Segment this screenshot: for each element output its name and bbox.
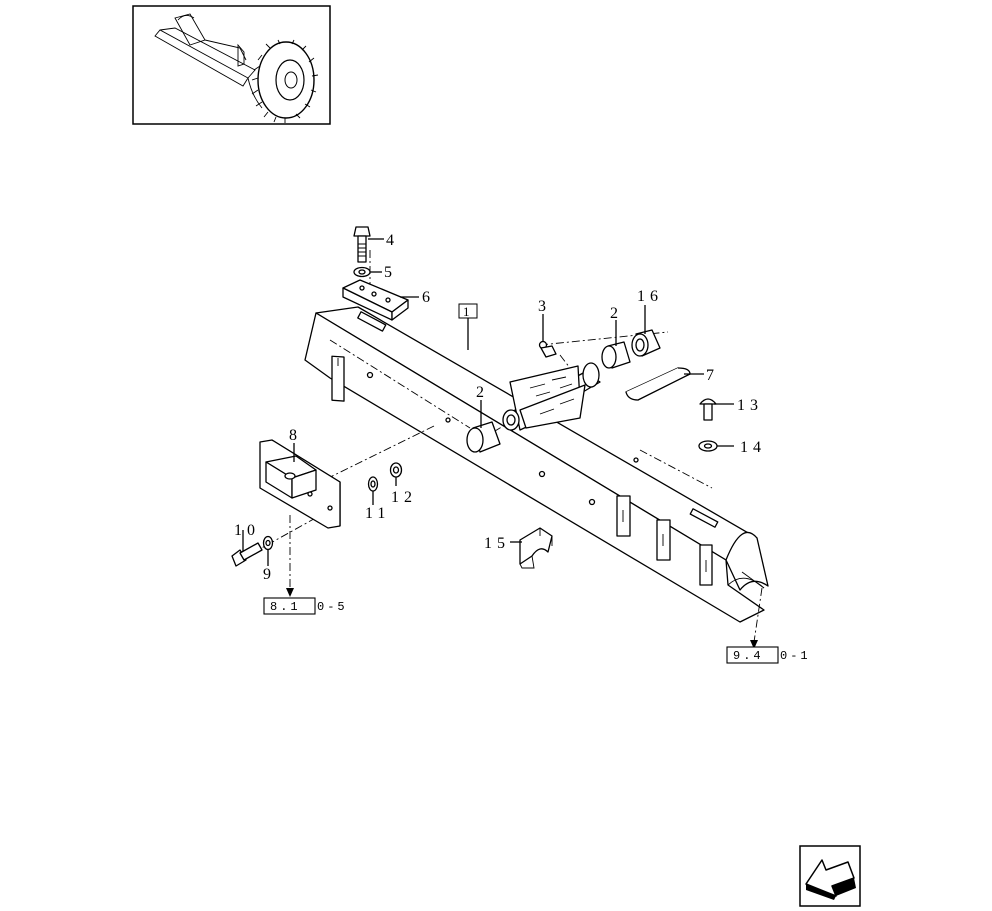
reference-left-suffix: 0-5 [317,600,348,614]
reference-left[interactable]: 8.1 0-5 [263,597,348,615]
clamp-part-15 [519,527,553,569]
plate-part-6 [342,279,409,321]
reference-right-boxed: 9.4 [733,649,764,663]
callout-16: 16 [637,288,663,305]
callout-3: 3 [538,298,551,315]
callout-9: 9 [263,566,276,583]
callout-box-1 [458,303,478,319]
bolt-part-10 [231,542,263,567]
grease-fitting-part-3 [538,340,557,358]
callout-13: 13 [737,397,763,414]
callout-7: 7 [706,367,719,384]
callout-11: 11 [365,505,390,522]
callout-2-lower: 2 [476,384,489,401]
callout-4: 4 [386,232,399,249]
reference-right-suffix: 0-1 [780,649,811,663]
callout-12: 12 [391,489,417,506]
bushing-part-2-left [466,421,501,453]
bushing-part-16 [631,329,661,357]
bushing-at-bracket [502,409,520,431]
callout-1: 1 [463,304,475,319]
reference-arrows [286,588,758,649]
callout-6: 6 [422,289,435,306]
arrow-back-icon [805,859,856,900]
callout-15: 15 [484,535,510,552]
leader-lines [242,238,734,566]
callout-5: 5 [384,264,397,281]
overview-thumbnail [132,5,331,125]
back-navigation-button[interactable] [799,845,861,907]
bolt-part-13 [699,398,717,421]
mounting-block-part-8 [259,439,341,529]
bolt-part-4 [353,226,371,263]
half-shell-part-7 [625,367,691,401]
callout-2-upper: 2 [610,305,623,322]
bushing-part-2-right [601,341,631,369]
reference-right[interactable]: 9.4 0-1 [726,646,811,664]
pivot-bracket [509,365,586,431]
callout-14: 14 [740,439,766,456]
axle-beam [304,306,769,623]
callout-labels: 1 2 2 3 4 5 6 7 8 9 10 11 12 13 14 15 16 [234,232,766,583]
callout-8: 8 [289,427,302,444]
callout-10: 10 [234,522,260,539]
reference-left-boxed: 8.1 [270,600,301,614]
